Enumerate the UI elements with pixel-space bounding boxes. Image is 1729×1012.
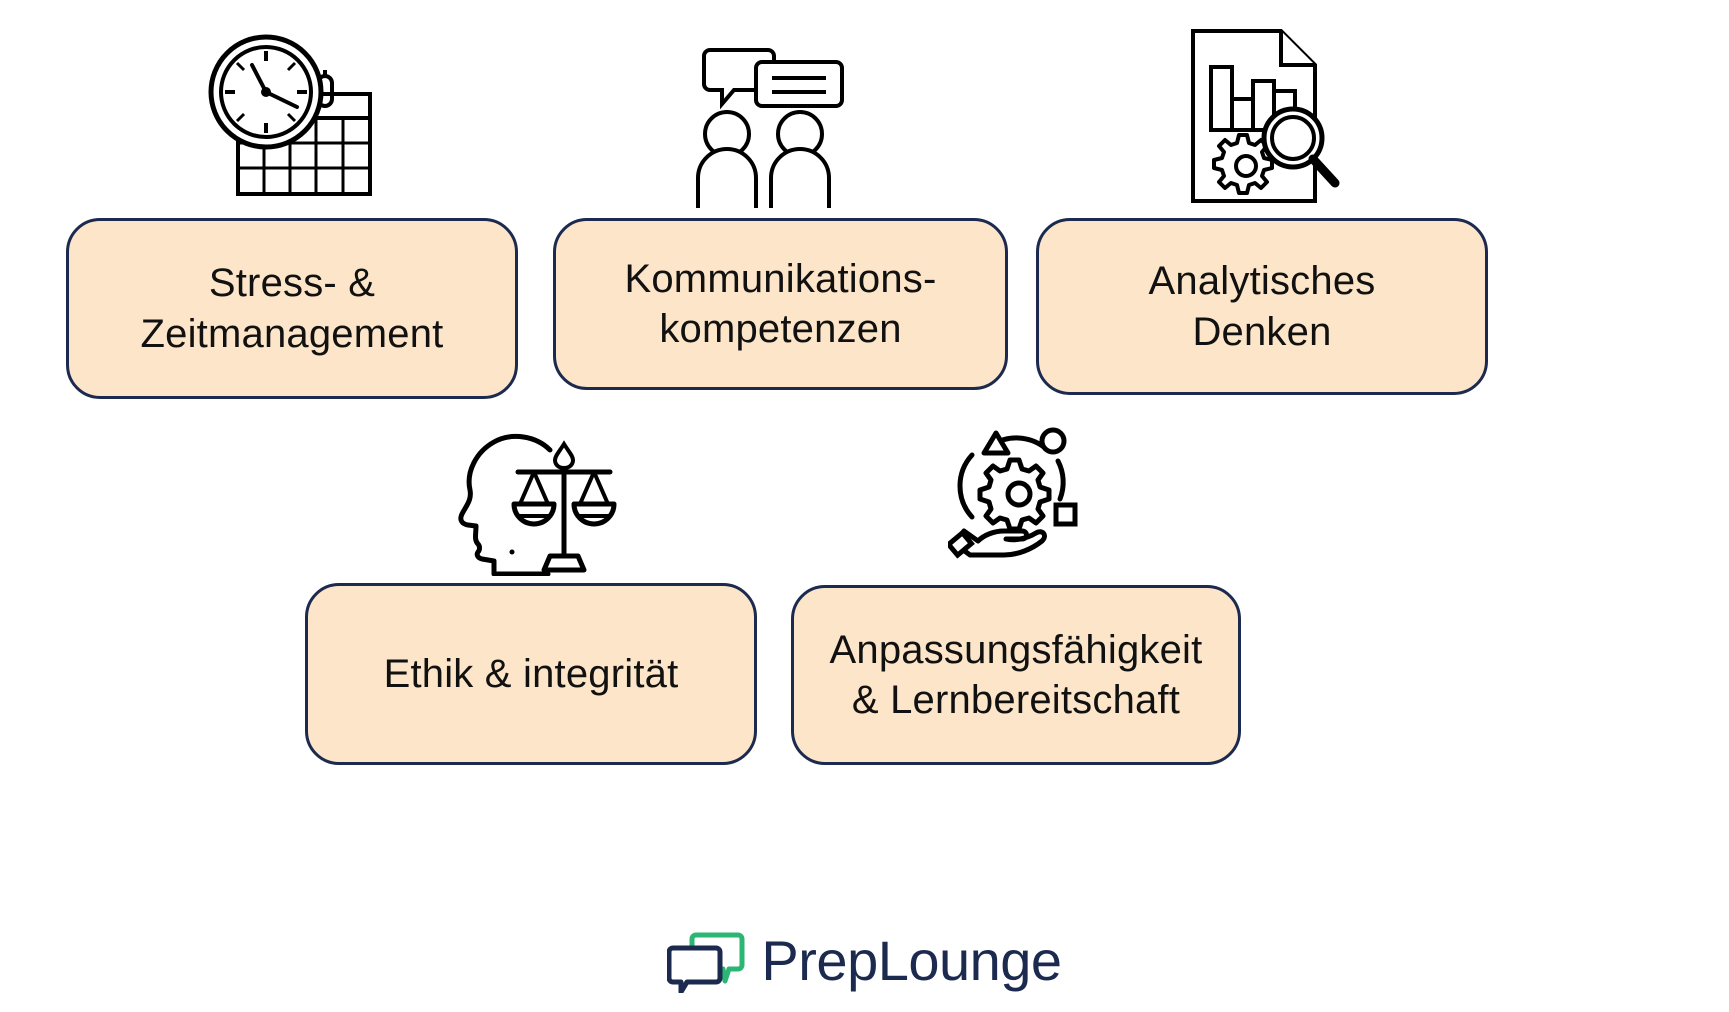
brand-wordmark: PrepLounge: [761, 929, 1062, 992]
card-stress-time-management[interactable]: Stress- & Zeitmanagement: [66, 218, 518, 399]
card-label: Kommunikations- kompetenzen: [624, 256, 937, 351]
card-analytical-thinking[interactable]: Analytisches Denken: [1036, 218, 1488, 395]
card-label: Analytisches Denken: [1148, 259, 1376, 354]
card-label: Ethik & integrität: [383, 651, 679, 696]
head-balance-scales-icon: [452, 428, 617, 576]
clock-calendar-icon: [200, 32, 390, 207]
card-ethics-integrity[interactable]: Ethik & integrität: [305, 583, 757, 765]
hand-gear-shapes-icon: [948, 425, 1083, 560]
preplounge-logo[interactable]: PrepLounge: [0, 925, 1729, 997]
speech-bubbles-logo-icon: [667, 932, 745, 993]
card-communication-skills[interactable]: Kommunikations- kompetenzen: [553, 218, 1008, 390]
document-chart-magnifier-icon: [1185, 25, 1340, 207]
card-label: Stress- & Zeitmanagement: [140, 261, 444, 356]
card-label: Anpassungsfähigkeit & Lernbereitschaft: [829, 627, 1203, 722]
card-adaptability-learning[interactable]: Anpassungsfähigkeit & Lernbereitschaft: [791, 585, 1241, 765]
two-people-speech-bubbles-icon: [690, 38, 860, 208]
